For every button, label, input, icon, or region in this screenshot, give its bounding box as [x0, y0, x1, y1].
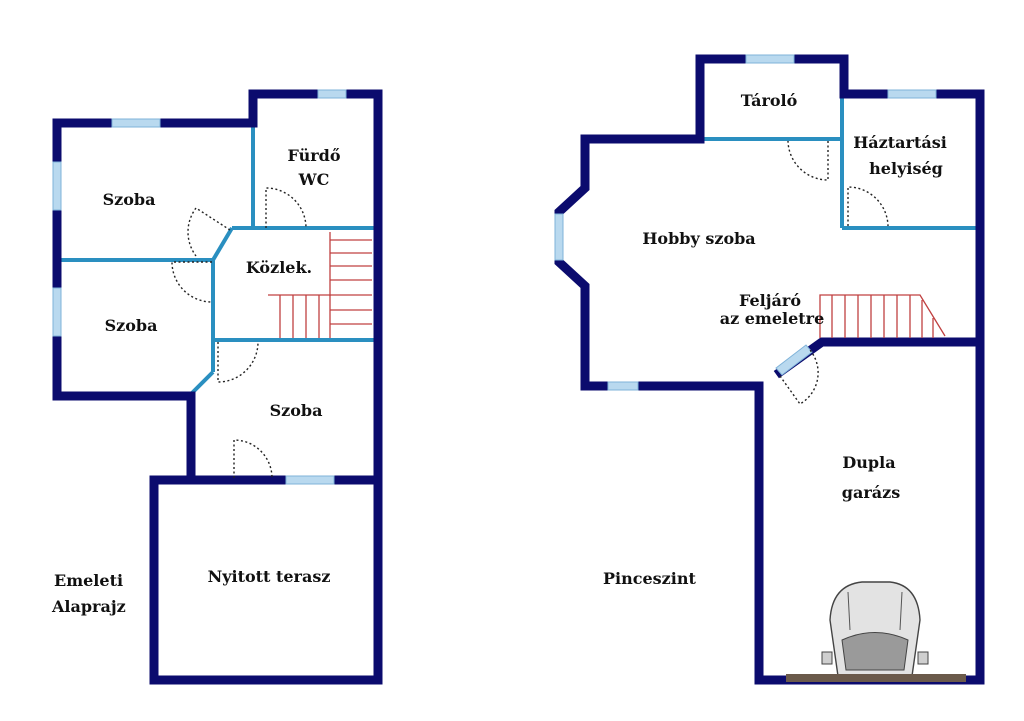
staircase-icon [268, 232, 372, 338]
plan-caption: Pinceszint [603, 569, 696, 588]
garage-door [786, 674, 966, 682]
basement-plan: Tároló Háztartási helyiség Hobby szoba F… [554, 54, 985, 685]
room-label-dupla: Dupla [842, 453, 895, 472]
door-swing-icon [779, 349, 819, 405]
upper-floor-plan: Szoba Fürdő WC Közlek. Szoba Szoba Nyito… [51, 89, 383, 685]
room-label-furdo: Fürdő [288, 146, 341, 165]
window-icon [285, 475, 335, 485]
upper-inner-walls [58, 90, 374, 395]
door-swing-icon [233, 439, 273, 479]
room-label-wc: WC [298, 170, 330, 189]
window-icon [745, 54, 795, 64]
door-swing-icon [187, 207, 231, 257]
room-label-terasz: Nyitott terasz [208, 567, 331, 586]
window-icon [554, 213, 564, 261]
door-swing-icon [171, 261, 213, 303]
room-label-hobby: Hobby szoba [642, 229, 755, 248]
room-label-szoba: Szoba [105, 316, 158, 335]
room-label-haztartasi: Háztartási [853, 133, 947, 152]
staircase-icon [819, 294, 946, 338]
upper-outer-walls [52, 89, 383, 685]
room-label-kozlek: Közlek. [246, 258, 312, 277]
basement-windows [554, 54, 937, 391]
room-label-garazs: garázs [842, 483, 900, 502]
window-icon [317, 89, 347, 99]
door-swing-icon [265, 187, 307, 229]
window-icon [111, 118, 161, 128]
door-swing-icon [847, 186, 889, 227]
upper-doors [171, 187, 307, 479]
window-icon [52, 287, 62, 337]
basement-doors [779, 140, 889, 405]
room-label-feljaro: Feljáró [739, 291, 801, 310]
window-icon [887, 89, 937, 99]
room-label-emeletre: az emeletre [720, 309, 825, 328]
plan-caption-line1: Emeleti [54, 571, 123, 590]
room-label-helyiseg: helyiség [869, 159, 943, 178]
window-icon [52, 161, 62, 211]
door-swing-icon [217, 341, 259, 383]
basement-inner-walls [700, 94, 978, 230]
plan-caption-line2: Alaprajz [51, 597, 126, 616]
door-swing-icon [787, 140, 829, 181]
room-label-szoba: Szoba [103, 190, 156, 209]
room-label-szoba: Szoba [270, 401, 323, 420]
room-label-tarolo: Tároló [741, 91, 798, 110]
window-icon [775, 344, 813, 376]
upper-windows [52, 89, 347, 485]
window-icon [607, 381, 639, 391]
car-icon [821, 581, 929, 677]
